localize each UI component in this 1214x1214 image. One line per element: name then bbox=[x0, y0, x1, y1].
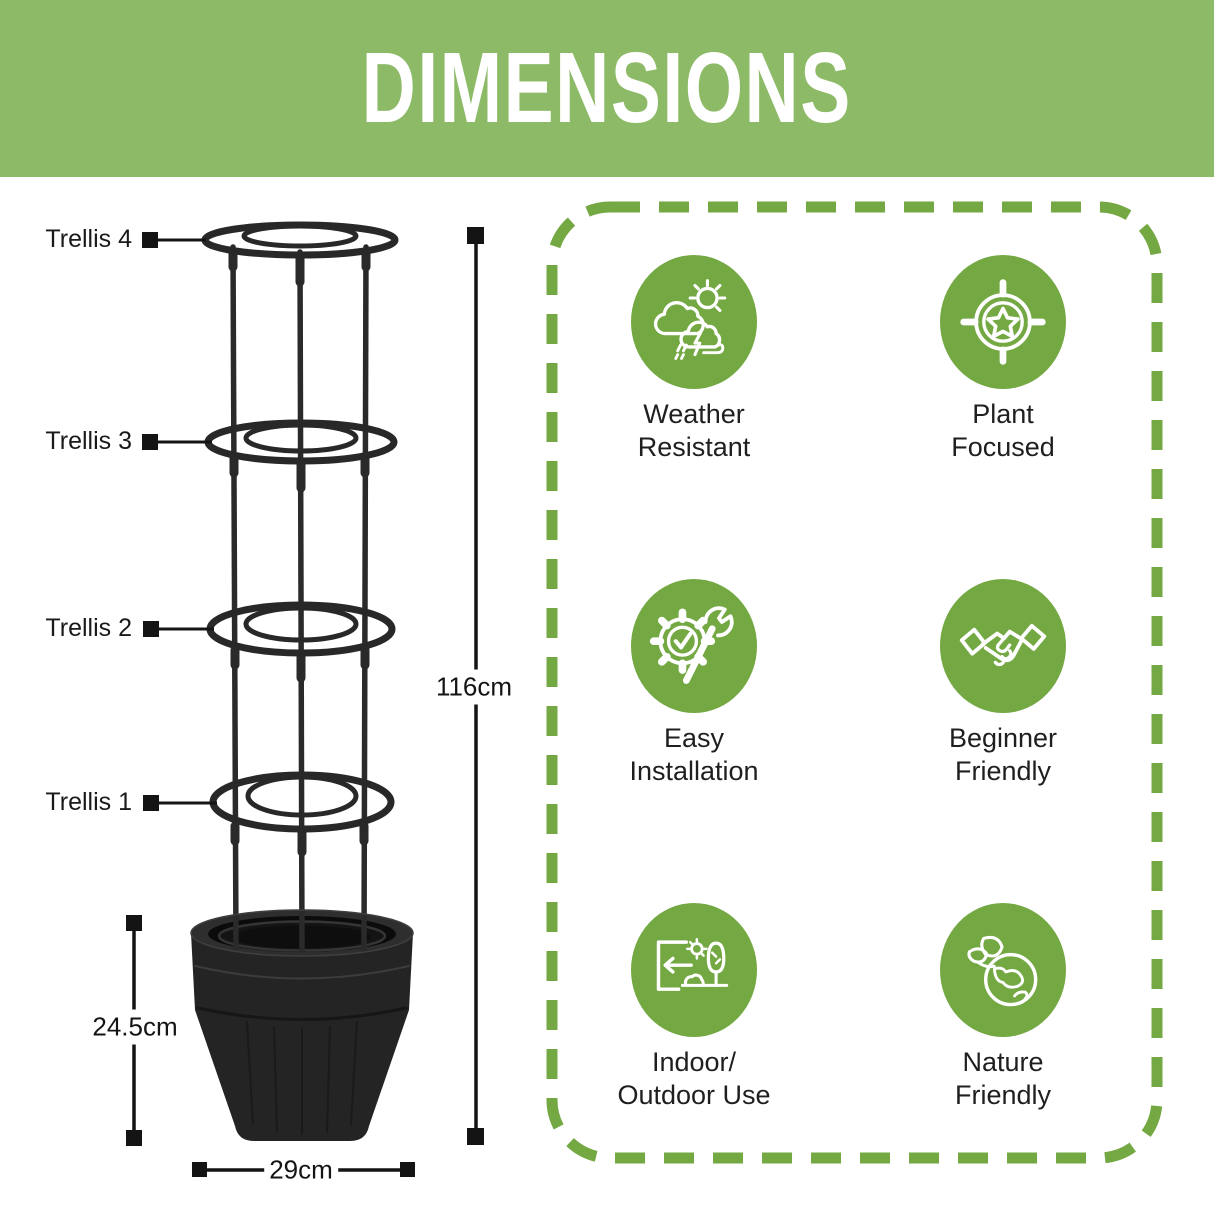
trellis-label-2: Trellis 2 bbox=[45, 613, 132, 642]
nature-friendly-icon bbox=[967, 935, 1038, 1007]
feature-label: Beginner Friendly bbox=[863, 722, 1143, 788]
trellis-label-4: Trellis 4 bbox=[45, 224, 132, 253]
feature-label-line1: Indoor/ bbox=[651, 1047, 737, 1077]
beginner-friendly-icon bbox=[959, 623, 1047, 667]
trellis-label-3: Trellis 3 bbox=[45, 426, 132, 455]
feature-label-line1: Plant bbox=[972, 399, 1034, 429]
feature-label: Nature Friendly bbox=[863, 1046, 1143, 1112]
easy-installation-badge bbox=[631, 579, 757, 713]
trellis-leaders bbox=[142, 232, 217, 811]
feature-weather-resistant: Weather Resistant bbox=[554, 255, 834, 464]
feature-label-line1: Easy bbox=[663, 723, 725, 753]
feature-label-line2: Resistant bbox=[637, 432, 751, 462]
feature-label: Easy Installation bbox=[554, 722, 834, 788]
weather-resistant-icon bbox=[653, 279, 727, 360]
feature-label: Indoor/ Outdoor Use bbox=[554, 1046, 834, 1112]
feature-label-line1: Nature bbox=[962, 1047, 1044, 1077]
trellis-label-1: Trellis 1 bbox=[45, 787, 132, 816]
feature-label-line1: Weather bbox=[643, 399, 745, 429]
planter-illustration bbox=[190, 221, 414, 1141]
page-title: DIMENSIONS bbox=[361, 32, 853, 144]
feature-label: Plant Focused bbox=[863, 398, 1143, 464]
feature-label: Weather Resistant bbox=[554, 398, 834, 464]
indoor-outdoor-badge bbox=[631, 903, 757, 1037]
feature-label-line2: Installation bbox=[629, 756, 759, 786]
pot-body bbox=[190, 909, 414, 1141]
easy-installation-icon bbox=[649, 606, 734, 684]
feature-beginner-friendly: Beginner Friendly bbox=[863, 579, 1143, 788]
beginner-friendly-badge bbox=[940, 579, 1066, 713]
feature-plant-focused: Plant Focused bbox=[863, 255, 1143, 464]
feature-label-line2: Outdoor Use bbox=[617, 1080, 771, 1110]
plant-focused-icon bbox=[960, 279, 1046, 365]
pot-width-value: 29cm bbox=[264, 1152, 338, 1188]
plant-focused-badge bbox=[940, 255, 1066, 389]
header-banner: DIMENSIONS bbox=[0, 0, 1214, 177]
feature-easy-installation: Easy Installation bbox=[554, 579, 834, 788]
nature-friendly-badge bbox=[940, 903, 1066, 1037]
feature-label-line1: Beginner bbox=[948, 723, 1058, 753]
feature-nature-friendly: Nature Friendly bbox=[863, 903, 1143, 1112]
feature-label-line2: Focused bbox=[951, 432, 1055, 462]
indoor-outdoor-icon bbox=[656, 938, 729, 991]
total-height-value: 116cm bbox=[430, 669, 518, 705]
feature-label-line2: Friendly bbox=[954, 756, 1052, 786]
feature-indoor-outdoor: Indoor/ Outdoor Use bbox=[554, 903, 834, 1112]
feature-label-line2: Friendly bbox=[954, 1080, 1052, 1110]
feature-panel-border bbox=[546, 201, 1163, 1164]
pot-height-value: 24.5cm bbox=[87, 1009, 183, 1045]
weather-resistant-badge bbox=[631, 255, 757, 389]
pot-height-dimension-line bbox=[126, 915, 142, 1146]
trellis-joints bbox=[228, 247, 371, 857]
